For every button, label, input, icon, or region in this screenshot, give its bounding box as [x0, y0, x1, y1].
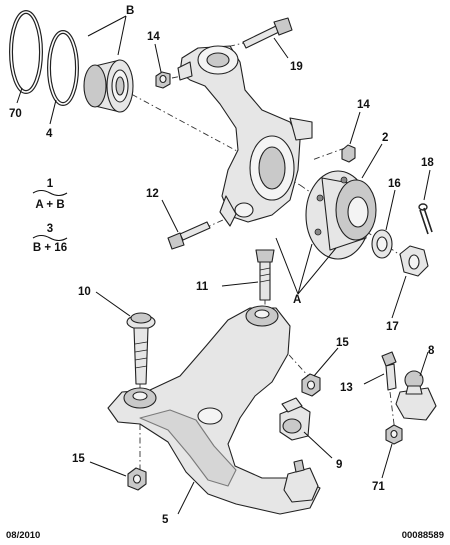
washer-16	[371, 229, 393, 259]
nut-15-right	[301, 373, 321, 397]
wheel-bearing	[83, 59, 134, 113]
bolt-12	[167, 221, 211, 250]
nut-14-right	[341, 144, 356, 163]
label-10: 10	[78, 286, 91, 298]
label-14-right: 14	[357, 99, 370, 111]
nut-15-bottom	[127, 467, 147, 491]
label-15-right: 15	[336, 337, 349, 349]
legend-kit-1-number: 1	[47, 178, 54, 190]
lower-wishbone-arm	[107, 305, 321, 515]
label-17: 17	[386, 321, 399, 333]
label-18: 18	[421, 157, 434, 169]
bolt-19	[242, 17, 293, 49]
label-8: 8	[428, 345, 435, 357]
footer-date: 08/2010	[6, 530, 41, 541]
nut-71	[385, 424, 403, 445]
label-B-top: B	[126, 5, 134, 17]
nut-14-top	[155, 71, 171, 89]
wheel-hub	[305, 170, 377, 260]
circlip-70	[9, 10, 43, 94]
circlip-4	[47, 30, 79, 106]
label-16: 16	[388, 178, 401, 190]
label-71: 71	[372, 481, 385, 493]
label-A: A	[293, 294, 301, 306]
label-5: 5	[162, 514, 169, 526]
ball-joint-8	[395, 370, 437, 421]
legend-kit-1-formula: A + B	[35, 199, 64, 211]
arm-ball-joint	[283, 459, 319, 503]
kit-legend: 1 A + B 3 B + 16	[32, 178, 68, 254]
bolt-13	[381, 351, 397, 391]
steering-knuckle	[177, 45, 313, 227]
split-pin-18	[418, 203, 433, 235]
label-15-bottom: 15	[72, 453, 85, 465]
label-4: 4	[46, 128, 53, 140]
legend-kit-3-formula: B + 16	[33, 242, 67, 254]
label-14-top: 14	[147, 31, 160, 43]
label-2: 2	[382, 132, 388, 144]
callout-labels: B 70 4 14 19 14 2 18 16 12 11 10 A 17 15…	[9, 5, 435, 526]
label-70: 70	[9, 108, 22, 120]
bolt-10	[126, 312, 156, 385]
label-13: 13	[340, 382, 353, 394]
bush-9	[279, 397, 311, 441]
label-9: 9	[336, 459, 342, 471]
legend-kit-3-number: 3	[47, 223, 53, 235]
footer-reference: 00088589	[401, 530, 444, 541]
leader-lines	[16, 15, 431, 515]
label-19: 19	[290, 61, 303, 73]
label-11: 11	[196, 281, 209, 293]
bolt-11	[255, 249, 275, 301]
label-12: 12	[146, 188, 159, 200]
castle-nut-17	[399, 245, 429, 277]
